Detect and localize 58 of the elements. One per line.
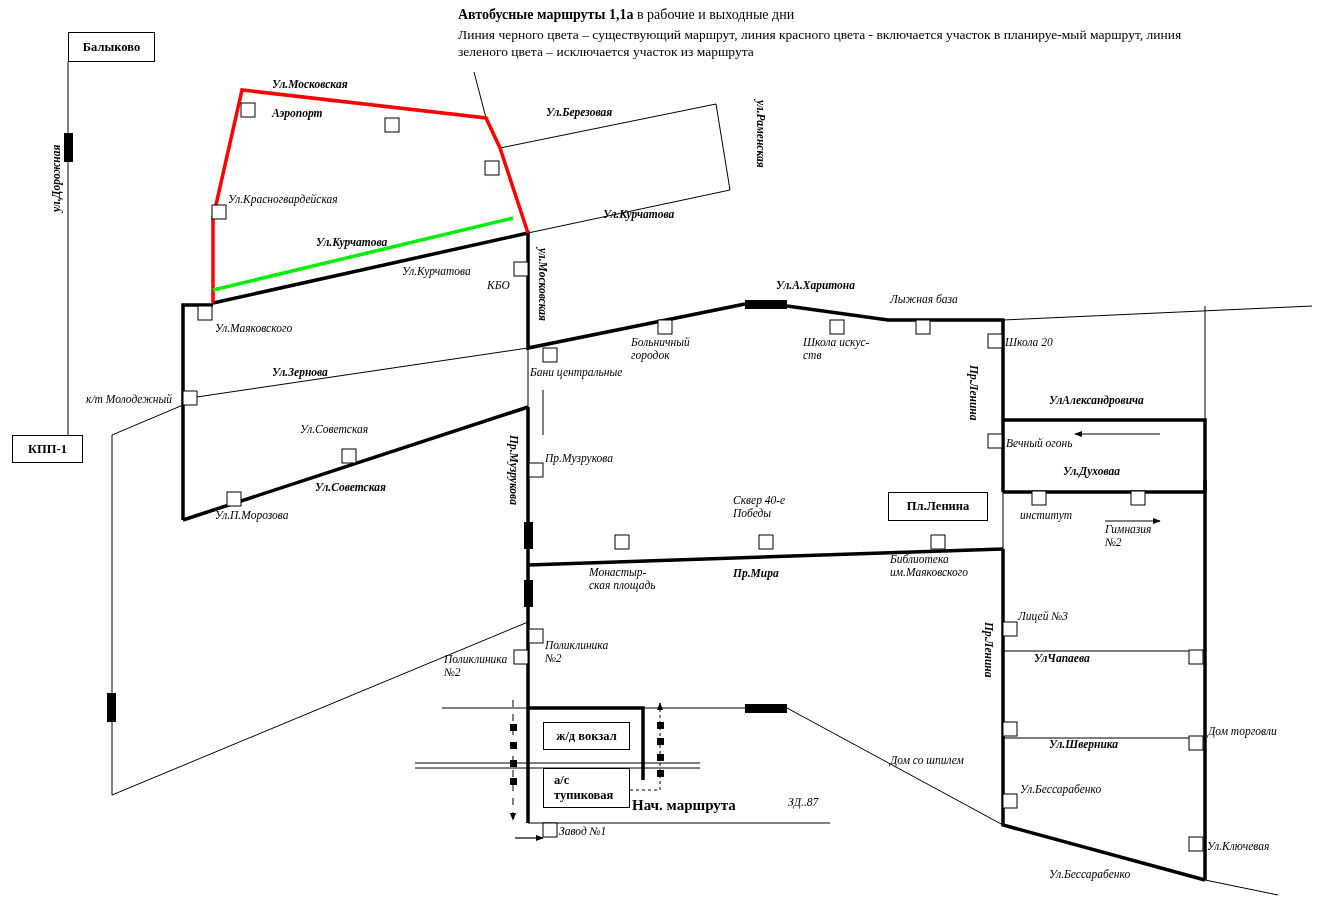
street-name: Ул.Курчатова: [316, 236, 388, 249]
street-name-vertical: ул.Дорожная: [50, 144, 63, 212]
stop-name: КБО: [487, 279, 510, 292]
road-line: [67, 61, 69, 436]
street-name: Ул.А.Харитона: [776, 279, 855, 292]
street-name: Аэропорт: [272, 107, 323, 120]
stop-name: Монастыр-ская площадь: [589, 566, 657, 592]
street-name-vertical: ул.Московская: [536, 248, 549, 321]
stop-name: Гимназия №2: [1105, 523, 1153, 549]
stop-name: Ул.Ключевая: [1207, 840, 1270, 853]
street-name: Ул.Зернова: [272, 366, 328, 379]
street-name: УлЧапаева: [1034, 652, 1090, 665]
legend-note: Линия черного цвета – существующий маршрут, линия красного цвета - включается участок в планируе-мый маршрут, линия зеленого цвета – исключается участок из маршрута: [458, 26, 1183, 60]
stop-name: Дом со шпилем: [890, 754, 964, 767]
stop-name: Ул.Красногвардейская: [228, 193, 338, 206]
stop-name: Завод №1: [559, 825, 607, 838]
place-box: КПП-1: [12, 435, 83, 463]
title: Автобусные маршруты 1,1а в рабочие и выходные дни: [458, 6, 795, 23]
street-name-vertical: Пр.Музрукова: [507, 435, 520, 505]
stop-name: Больничный городок: [631, 336, 691, 362]
place-box: Балыково: [68, 32, 155, 62]
stop-name: Лицей №3: [1018, 610, 1068, 623]
railway-station-box: ж/д вокзал: [543, 722, 630, 750]
street-name: УлАлександровича: [1049, 394, 1144, 407]
stop-name: Ул.Бессарабенко: [1049, 868, 1131, 881]
stop-name: ЗД..87: [788, 796, 819, 809]
stop-name: Лыжная база: [890, 293, 958, 306]
street-name-vertical: ул.Раменская: [754, 100, 767, 168]
street-name: Ул.Березовая: [546, 106, 613, 119]
stop-name: Сквер 40-е Победы: [733, 494, 787, 520]
stop-name: Школа 20: [1005, 336, 1053, 349]
street-name-vertical: Пр.Ленина: [982, 622, 995, 678]
street-name: Ул.Духоваа: [1063, 465, 1121, 478]
street-name: Ул.Шверника: [1049, 738, 1119, 751]
stop-name: Поликлиника №2: [545, 639, 610, 665]
stop-name: Ул.Бессарабенко: [1020, 783, 1102, 796]
stop-name: к/т Молодежный: [86, 393, 173, 406]
street-name: Пр.Мира: [733, 567, 779, 580]
street-name-vertical: Пр.Ленина: [967, 365, 980, 421]
bus-station-box: а/с тупиковая: [543, 768, 630, 808]
street-name: Ул.Советская: [315, 481, 386, 494]
stop-name: Ул.Советская: [300, 423, 369, 436]
stop-name: Ул.Маяковского: [215, 322, 293, 335]
stop-name: Библиотека им.Маяковского: [890, 553, 970, 579]
stop-name: Ул.П.Морозова: [215, 509, 289, 522]
route-arrow: [629, 702, 664, 791]
street-name: Ул.Курчатова: [603, 208, 675, 221]
street-name: Ул.Московская: [272, 78, 348, 91]
stop-name: Дом торговли: [1208, 725, 1277, 738]
stop-name: Школа искус-ств: [803, 336, 871, 362]
stop-name: Вечный огонь: [1006, 437, 1073, 450]
stop-name: Бани центральные: [530, 366, 623, 379]
stop-name: Пр.Музрукова: [545, 452, 613, 465]
stop-name: Ул.Курчатова: [402, 265, 471, 278]
place-box: Пл.Ленина: [888, 492, 988, 521]
stop-name: Поликлиника №2: [444, 653, 509, 679]
stop-name: институт: [1020, 509, 1073, 522]
start-label: Нач. маршрута: [632, 797, 736, 814]
